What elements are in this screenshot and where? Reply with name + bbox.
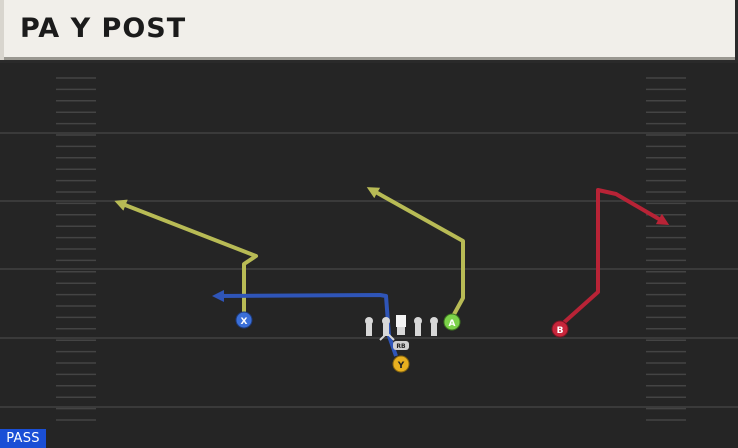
player-b[interactable]: B [551, 320, 569, 338]
hash-marks [56, 77, 686, 421]
x-route [114, 199, 258, 318]
player-a-label: A [449, 319, 456, 329]
football-field [0, 63, 738, 448]
lineman-lt [365, 317, 373, 336]
player-y[interactable]: Y [392, 355, 410, 373]
play-title: PA Y POST [20, 13, 187, 44]
b-route [558, 188, 670, 328]
player-x[interactable]: X [235, 311, 253, 329]
lineman-rt [430, 317, 438, 336]
qb-dropback [379, 331, 395, 341]
center [396, 315, 406, 335]
lineman-lg [382, 317, 390, 336]
title-bar-accent [0, 0, 4, 60]
player-y-label: Y [397, 361, 405, 371]
rb-marker: RB [393, 341, 409, 350]
y-route [212, 289, 398, 357]
yard-lines [0, 132, 738, 408]
player-b-label: B [557, 326, 564, 336]
player-a[interactable]: A [443, 313, 461, 331]
a-route [366, 187, 465, 319]
offensive-line [365, 315, 438, 336]
lineman-rg [414, 317, 422, 336]
play-type-badge: PASS [0, 429, 46, 448]
player-x-label: X [241, 317, 248, 327]
rb-label: RB [396, 343, 406, 350]
play-title-bar: PA Y POST [0, 0, 735, 60]
